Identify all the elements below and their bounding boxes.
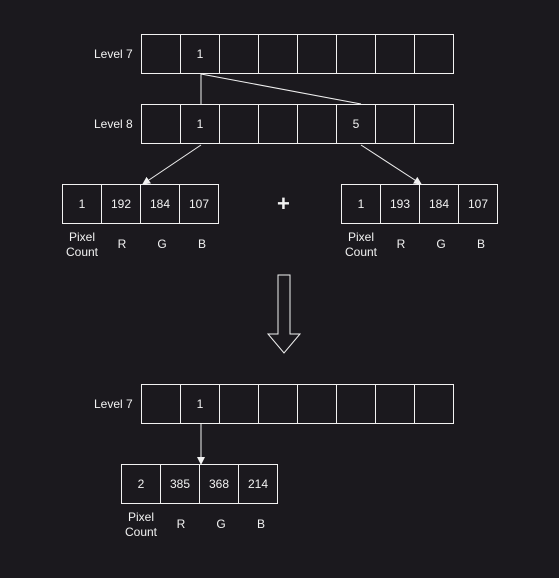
- level7-cell: [258, 384, 298, 424]
- right-leaf-captions: Pixel Count R G B: [341, 230, 501, 260]
- level8-cell: [414, 104, 454, 144]
- level7-cell: [336, 384, 376, 424]
- b-caption: B: [476, 237, 485, 251]
- level7-cell: [414, 34, 454, 74]
- level7-cell: [375, 34, 415, 74]
- level7-cell: 1: [180, 384, 220, 424]
- level8-row: 1 5: [141, 104, 454, 144]
- red-cell: 385: [160, 464, 200, 504]
- r-caption: R: [176, 517, 186, 531]
- red-cell: 192: [101, 184, 141, 224]
- pixel-count-cell: 1: [341, 184, 381, 224]
- link-l7-to-l8-cell5: [200, 73, 362, 105]
- arrow-to-right-node: [360, 144, 422, 185]
- left-leaf-captions: Pixel Count R G B: [62, 230, 222, 260]
- plus-sign: +: [277, 191, 290, 216]
- level7-row: 1: [141, 34, 454, 74]
- level7-cell: [297, 384, 337, 424]
- level8-cell: [297, 104, 337, 144]
- level7-cell: [258, 34, 298, 74]
- blue-cell: 107: [179, 184, 219, 224]
- left-leaf-node: 1 192 184 107: [62, 184, 219, 224]
- arrow-to-left-node: [142, 144, 202, 185]
- level8-cell: [375, 104, 415, 144]
- pixel-count-cell: 1: [62, 184, 102, 224]
- b-caption: B: [256, 517, 265, 531]
- blue-cell: 214: [238, 464, 278, 504]
- right-leaf-node: 1 193 184 107: [341, 184, 498, 224]
- blue-cell: 107: [458, 184, 498, 224]
- bottom-level7-label: Level 7: [94, 397, 133, 411]
- bottom-level7-row: 1: [141, 384, 454, 424]
- merge-down-arrow: [266, 274, 302, 354]
- pixel-count-cell: 2: [121, 464, 161, 504]
- g-caption: G: [216, 517, 226, 531]
- level7-label: Level 7: [94, 47, 133, 61]
- level8-cell: 5: [336, 104, 376, 144]
- level7-cell: [141, 384, 181, 424]
- green-cell: 184: [140, 184, 180, 224]
- level8-cell: [258, 104, 298, 144]
- level7-cell: [219, 34, 259, 74]
- b-caption: B: [197, 237, 206, 251]
- pixel-count-caption: Pixel Count: [124, 510, 158, 539]
- pixel-count-caption: Pixel Count: [65, 230, 99, 259]
- level7-cell: [414, 384, 454, 424]
- level7-cell: [375, 384, 415, 424]
- g-caption: G: [436, 237, 446, 251]
- r-caption: R: [396, 237, 406, 251]
- level8-label: Level 8: [94, 117, 133, 131]
- level8-cell: 1: [180, 104, 220, 144]
- r-caption: R: [117, 237, 127, 251]
- level7-cell: [297, 34, 337, 74]
- pixel-count-caption: Pixel Count: [344, 230, 378, 259]
- level7-cell: [141, 34, 181, 74]
- level7-cell: [219, 384, 259, 424]
- green-cell: 184: [419, 184, 459, 224]
- merged-captions: Pixel Count R G B: [121, 510, 281, 540]
- level7-cell: 1: [180, 34, 220, 74]
- level7-cell: [336, 34, 376, 74]
- level8-cell: [141, 104, 181, 144]
- green-cell: 368: [199, 464, 239, 504]
- g-caption: G: [157, 237, 167, 251]
- level8-cell: [219, 104, 259, 144]
- red-cell: 193: [380, 184, 420, 224]
- merged-node: 2 385 368 214: [121, 464, 278, 504]
